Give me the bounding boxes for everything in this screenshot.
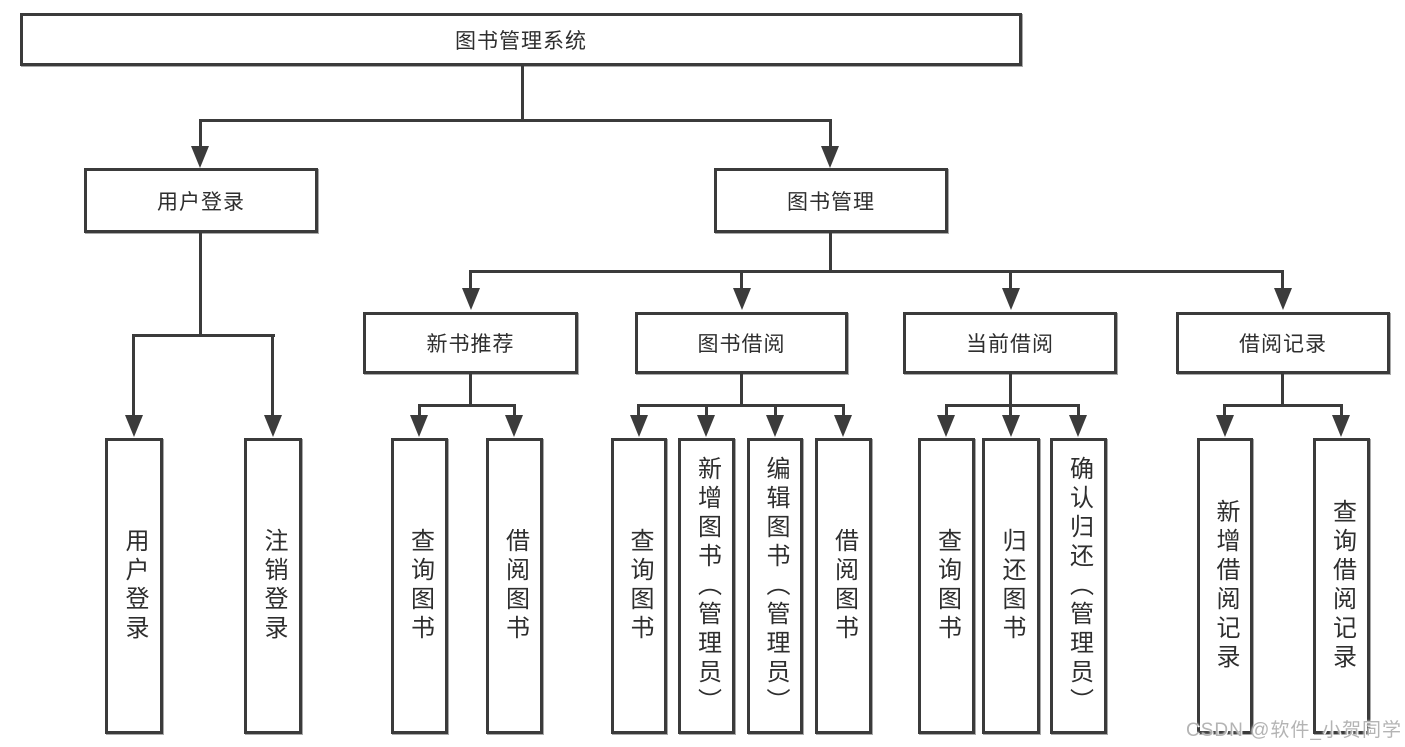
connector-drop: [637, 404, 640, 417]
node-label: 归还图书: [998, 528, 1025, 644]
node-label: 借阅记录: [1239, 333, 1327, 356]
arrowhead-down-icon: [1216, 415, 1234, 437]
node-book-management: 图书管理: [714, 168, 948, 233]
connector-drop: [1281, 270, 1284, 290]
connector-drop: [1077, 404, 1080, 417]
connector-drop: [740, 270, 743, 290]
node-label: 图书管理系统: [455, 29, 587, 53]
node-borrowing-records: 借阅记录: [1176, 312, 1390, 374]
connector-root-stem: [521, 64, 524, 122]
arrowhead-down-icon: [733, 288, 751, 310]
node-label: 当前借阅: [966, 333, 1054, 356]
connector-splitter: [418, 404, 516, 407]
node-label: 查询借阅记录: [1328, 499, 1356, 673]
connector-drop: [1340, 404, 1343, 417]
node-logout: 注销登录: [244, 438, 302, 734]
connector-l3-splitter: [469, 270, 1284, 273]
connector-stem: [469, 374, 472, 407]
node-query-books-current: 查询图书: [918, 438, 975, 734]
connector-stem: [1281, 374, 1284, 407]
connector-login-stem: [199, 231, 202, 337]
node-borrow-books-recommend: 借阅图书: [486, 438, 543, 734]
arrowhead-down-icon: [125, 415, 143, 437]
csdn-watermark: CSDN @软件_小贺同学: [1186, 720, 1402, 741]
connector-drop: [705, 404, 708, 417]
arrowhead-down-icon: [697, 415, 715, 437]
arrowhead-down-icon: [834, 415, 852, 437]
node-confirm-return-admin: 确认归还（管理员）: [1050, 438, 1107, 734]
arrowhead-down-icon: [821, 146, 839, 168]
arrowhead-down-icon: [264, 415, 282, 437]
arrowhead-down-icon: [766, 415, 784, 437]
arrowhead-down-icon: [1069, 415, 1087, 437]
node-label: 图书管理: [787, 190, 875, 214]
connector-l2-splitter: [199, 119, 832, 122]
node-label: 编辑图书（管理员）: [762, 455, 789, 717]
connector-splitter: [1223, 404, 1343, 407]
arrowhead-down-icon: [1002, 288, 1020, 310]
node-query-borrow-record: 查询借阅记录: [1313, 438, 1370, 734]
connector-drop: [1009, 270, 1012, 290]
connector-drop: [469, 270, 472, 290]
node-library-management-system: 图书管理系统: [20, 13, 1022, 66]
connector-management-stem: [829, 231, 832, 273]
node-label: 确认归还（管理员）: [1065, 455, 1093, 717]
connector-drop: [774, 404, 777, 417]
node-user-login-leaf: 用户登录: [105, 438, 163, 734]
node-new-book-recommendation: 新书推荐: [363, 312, 578, 374]
connector-drop: [271, 334, 274, 416]
node-borrow-books: 借阅图书: [815, 438, 872, 734]
connector-splitter: [637, 404, 845, 407]
node-edit-book-admin: 编辑图书（管理员）: [747, 438, 803, 734]
connector-drop: [842, 404, 845, 417]
connector-drop: [513, 404, 516, 417]
connector-l2-drop-right: [829, 119, 832, 148]
node-book-borrowing: 图书借阅: [635, 312, 848, 374]
node-label: 注销登录: [260, 528, 287, 644]
node-return-book: 归还图书: [982, 438, 1040, 734]
node-user-login: 用户登录: [84, 168, 318, 233]
node-label: 查询图书: [626, 528, 653, 644]
node-add-borrow-record: 新增借阅记录: [1197, 438, 1253, 734]
node-label: 新增借阅记录: [1212, 499, 1239, 673]
connector-stem: [740, 374, 743, 407]
node-label: 借阅图书: [830, 528, 858, 644]
arrowhead-down-icon: [1332, 415, 1350, 437]
connector-drop: [1009, 404, 1012, 417]
connector-l2-drop-left: [199, 119, 202, 148]
node-label: 用户登录: [121, 528, 148, 644]
connector-drop: [418, 404, 421, 417]
connector-drop: [1223, 404, 1226, 417]
node-current-borrowing: 当前借阅: [903, 312, 1117, 374]
node-label: 图书借阅: [697, 333, 786, 356]
node-label: 借阅图书: [501, 528, 529, 644]
node-label: 新书推荐: [426, 333, 515, 356]
node-label: 查询图书: [933, 528, 961, 644]
node-label: 新增图书（管理员）: [693, 455, 721, 717]
arrowhead-down-icon: [1274, 288, 1292, 310]
connector-drop: [132, 334, 135, 416]
arrowhead-down-icon: [410, 415, 428, 437]
connector-login-splitter: [132, 334, 275, 337]
node-add-book-admin: 新增图书（管理员）: [678, 438, 735, 734]
node-label: 用户登录: [157, 190, 245, 214]
connector-splitter: [945, 404, 1080, 407]
arrowhead-down-icon: [937, 415, 955, 437]
connector-stem: [1009, 374, 1012, 407]
arrowhead-down-icon: [630, 415, 648, 437]
arrowhead-down-icon: [505, 415, 523, 437]
arrowhead-down-icon: [462, 288, 480, 310]
node-query-books-borrow: 查询图书: [611, 438, 667, 734]
node-label: 查询图书: [406, 528, 434, 644]
arrowhead-down-icon: [1002, 415, 1020, 437]
connector-drop: [945, 404, 948, 417]
node-query-books-recommend: 查询图书: [391, 438, 448, 734]
arrowhead-down-icon: [191, 146, 209, 168]
